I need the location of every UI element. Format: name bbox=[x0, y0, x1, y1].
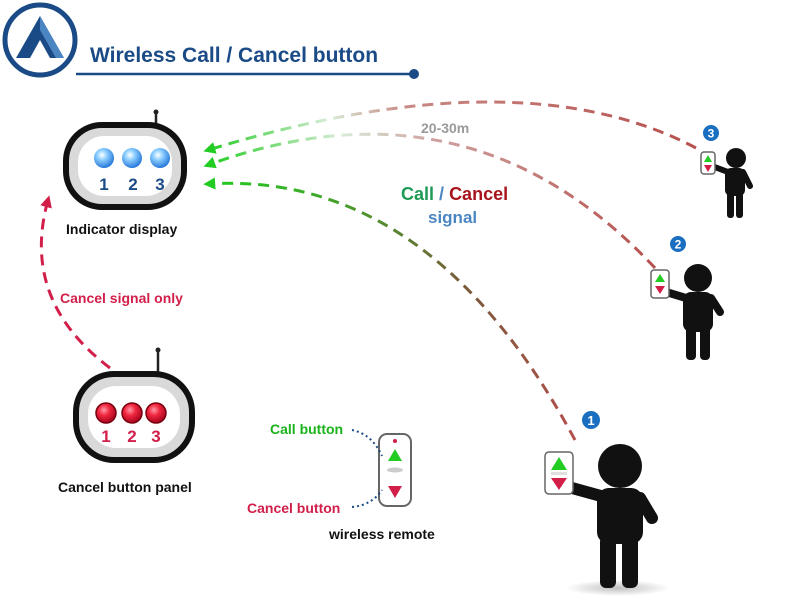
cancel-button-pointer bbox=[351, 489, 383, 508]
title-underline-dot bbox=[409, 69, 419, 79]
person-badge-3 bbox=[703, 125, 719, 141]
remote-cancel-key bbox=[388, 486, 402, 498]
cancel-signal-only-label: Cancel signal only bbox=[60, 290, 183, 306]
slash-word: / bbox=[439, 184, 445, 204]
panel-led-3 bbox=[145, 402, 167, 424]
remote-icon bbox=[378, 433, 412, 507]
person-icon-3: 3 bbox=[700, 125, 753, 218]
call-word: Call bbox=[401, 184, 435, 204]
call-button-label: Call button bbox=[270, 421, 344, 437]
indicator-display: 1 2 3 bbox=[63, 109, 187, 210]
cancel-button-label: Cancel button bbox=[247, 500, 341, 516]
person-icon-1: 1 bbox=[544, 411, 658, 588]
indicator-number-2: 2 bbox=[128, 175, 137, 194]
signal-arc-person-3 bbox=[203, 100, 697, 154]
person-badge-1-number: 1 bbox=[587, 413, 594, 428]
person-1-shadow bbox=[566, 580, 670, 596]
person-badge-2 bbox=[670, 236, 686, 252]
remote-icon bbox=[650, 269, 670, 299]
call-button-pointer bbox=[351, 429, 383, 457]
person-badge-3-number: 3 bbox=[708, 127, 715, 141]
indicator-number-3: 3 bbox=[155, 175, 164, 194]
page-title: Wireless Call / Cancel button bbox=[90, 44, 379, 67]
person-badge-2-number: 2 bbox=[675, 238, 682, 252]
signal-arc-person-1 bbox=[203, 177, 577, 441]
indicator-led-2 bbox=[122, 148, 142, 168]
panel-number-3: 3 bbox=[151, 427, 160, 446]
remote-call-key bbox=[388, 449, 402, 461]
wireless-remote-label: wireless remote bbox=[329, 526, 435, 542]
indicator-number-1: 1 bbox=[99, 175, 108, 194]
distance-label: 20-30m bbox=[421, 120, 470, 136]
panel-number-2: 2 bbox=[127, 427, 136, 446]
cancel-signal-arc bbox=[39, 195, 111, 370]
company-logo-icon bbox=[2, 2, 78, 78]
remote-icon bbox=[700, 151, 716, 175]
cancel-word: Cancel bbox=[449, 184, 509, 204]
panel-led-1 bbox=[95, 402, 117, 424]
person-badge-1 bbox=[582, 411, 600, 429]
indicator-display-label: Indicator display bbox=[66, 221, 178, 237]
panel-number-1: 1 bbox=[101, 427, 110, 446]
cancel-button-panel-label: Cancel button panel bbox=[58, 479, 192, 495]
panel-led-2 bbox=[121, 402, 143, 424]
call-cancel-label: Call / Cancel bbox=[401, 184, 508, 205]
indicator-led-1 bbox=[94, 148, 114, 168]
person-icon-2: 2 bbox=[650, 236, 724, 360]
signal-arc-person-2 bbox=[203, 132, 657, 270]
indicator-led-3 bbox=[150, 148, 170, 168]
signal-word: signal bbox=[428, 208, 478, 227]
cancel-button-panel: 1 2 3 bbox=[73, 347, 195, 463]
